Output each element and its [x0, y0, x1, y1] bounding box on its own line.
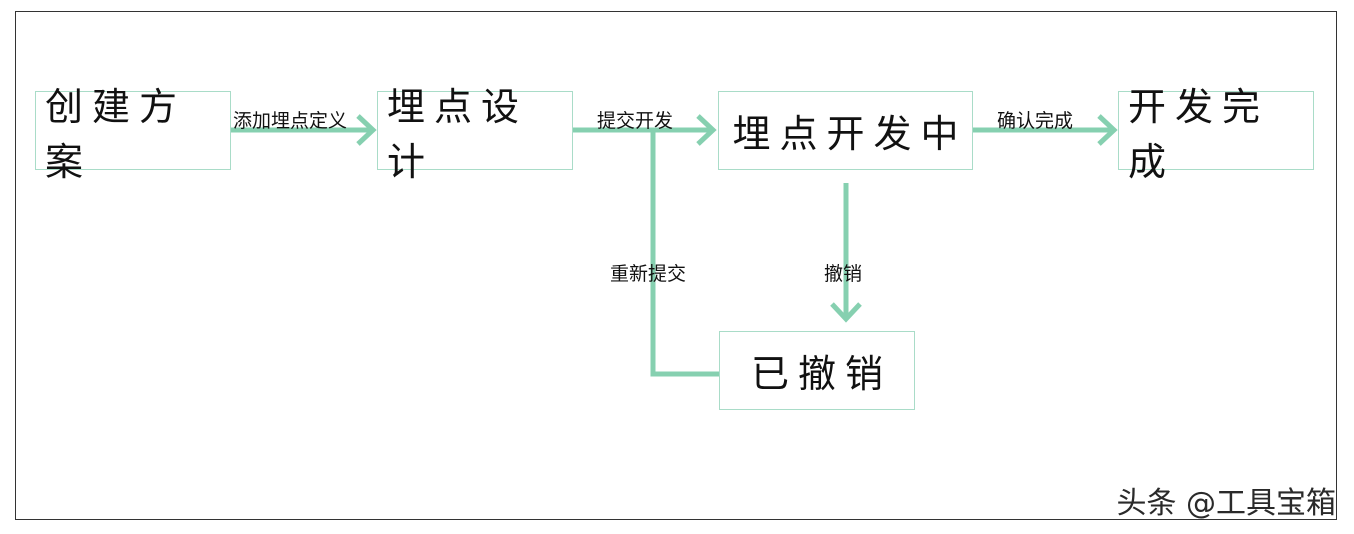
node-tracking-dev: 埋点开发中: [718, 91, 973, 170]
arrowhead-add-definition: [356, 114, 377, 146]
edge-resubmit: [650, 130, 719, 377]
edge-label-submit-dev: 提交开发: [597, 110, 674, 132]
node-tracking-dev-label: 埋点开发中: [732, 112, 968, 156]
node-create-plan-label: 创建方案: [45, 84, 187, 184]
edge-label-confirm-done: 确认完成: [997, 110, 1074, 132]
arrowhead-revoke: [830, 302, 862, 323]
edge-label-revoke: 撤销: [824, 263, 863, 285]
edge-label-resubmit: 重新提交: [610, 263, 687, 285]
edge-label-add-definition: 添加埋点定义: [233, 110, 348, 132]
watermark: 头条 @工具宝箱: [1116, 486, 1336, 521]
node-tracking-design-label: 埋点设计: [387, 84, 529, 184]
node-tracking-design: 埋点设计: [377, 85, 573, 184]
diagram-frame: [15, 11, 1337, 520]
arrowhead-submit-dev: [696, 114, 717, 146]
arrowhead-confirm-done: [1097, 114, 1118, 146]
node-create-plan: 创建方案: [35, 85, 231, 184]
node-revoked: 已撤销: [719, 331, 915, 410]
node-dev-done-label: 开发完成: [1128, 84, 1270, 184]
node-dev-done: 开发完成: [1118, 85, 1314, 184]
node-revoked-label: 已撤销: [750, 352, 892, 396]
